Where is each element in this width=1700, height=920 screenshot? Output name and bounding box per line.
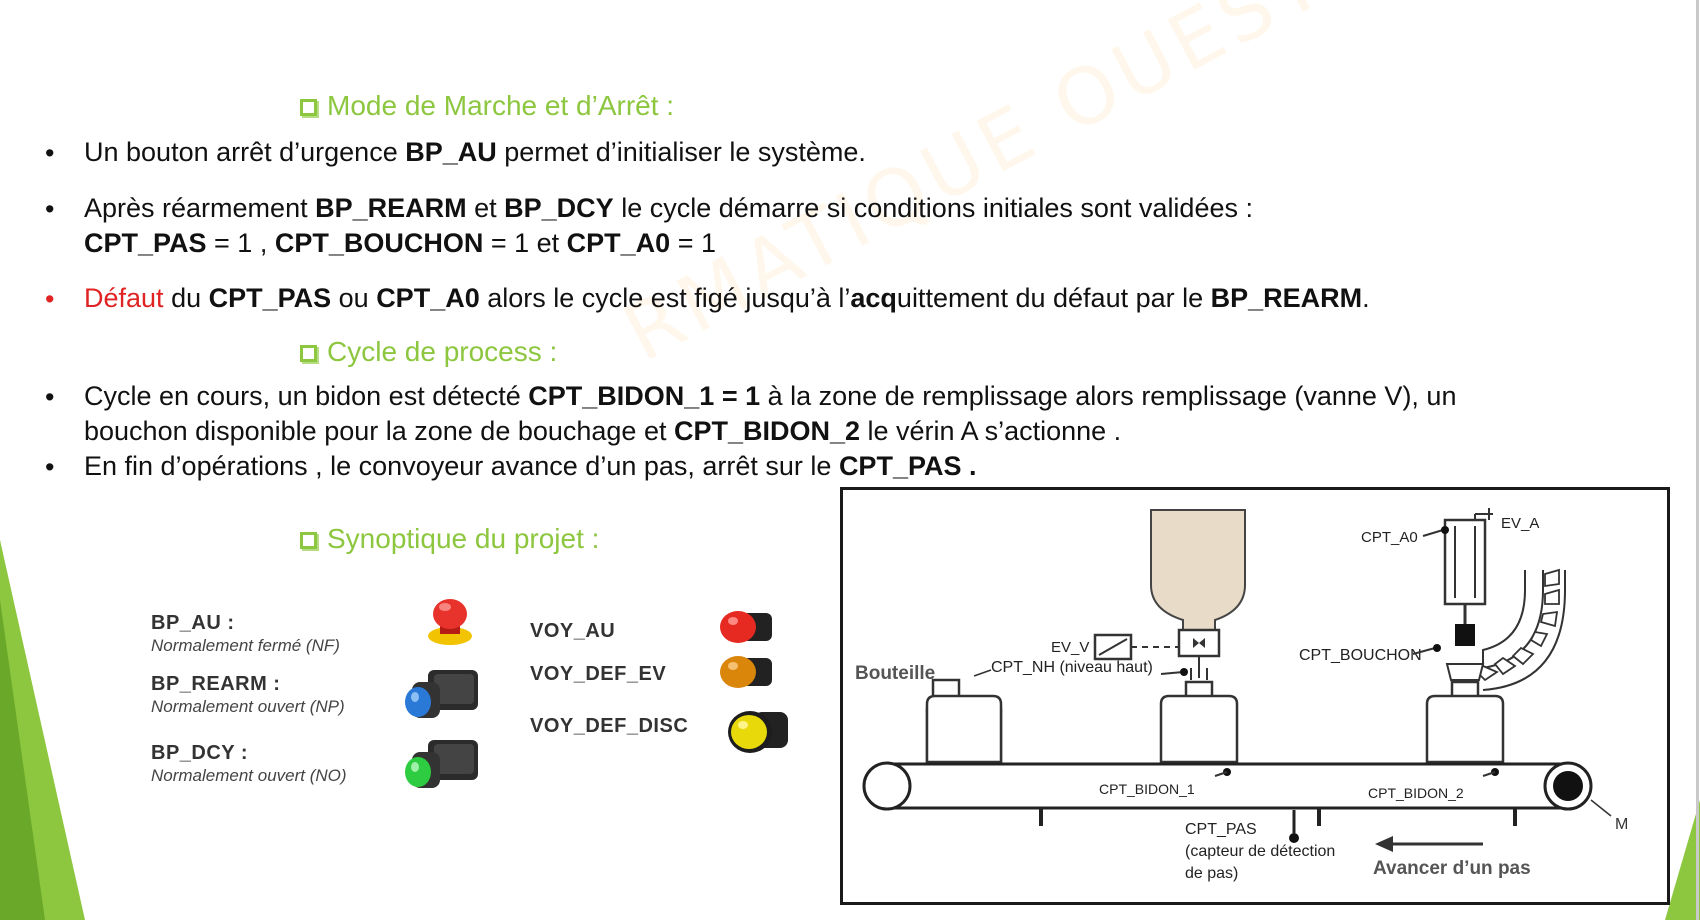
- voy-def-ev-label: VOY_DEF_EV: [530, 663, 667, 685]
- bp-dcy-desc: Normalement ouvert (NO): [151, 766, 347, 785]
- ev-v-label: EV_V: [1051, 639, 1089, 656]
- text: à la zone de remplissage alors remplissa…: [760, 381, 1457, 411]
- keyword: CPT_BIDON_1 = 1: [528, 381, 761, 411]
- bullet-marker-red: •: [45, 284, 55, 314]
- bp-au-desc: Normalement fermé (NF): [151, 636, 340, 655]
- yellow-indicator-light-icon: [728, 711, 788, 753]
- section-heading-cycle-text: Cycle de process :: [327, 336, 558, 367]
- text: = 1 ,: [206, 228, 275, 258]
- hopper-tank: [1150, 509, 1246, 631]
- cpt-pas-label: CPT_PAS: [1185, 821, 1257, 838]
- text: = 1 et: [483, 228, 567, 258]
- fault-word: Défaut: [84, 283, 164, 313]
- keyword: CPT_A0: [566, 228, 671, 258]
- cylinder-body: [1443, 518, 1487, 606]
- keyword: CPT_PAS: [208, 283, 332, 313]
- bouteille-label: Bouteille: [855, 663, 935, 684]
- text: En fin d’opérations , le convoyeur avanc…: [84, 451, 839, 481]
- bullet-marker: •: [45, 138, 55, 168]
- cpt-pas-desc-1: (capteur de détection: [1185, 843, 1335, 860]
- advance-step-label: Avancer d’un pas: [1373, 858, 1531, 879]
- section-heading-mode-text: Mode de Marche et d’Arrêt :: [327, 90, 675, 121]
- motor-label: M: [1615, 816, 1628, 833]
- keyword: BP_DCY: [504, 193, 614, 223]
- text: permet d’initialiser le système.: [496, 137, 866, 167]
- bullet-marker: •: [45, 194, 55, 224]
- keyword: CPT_A0: [376, 283, 480, 313]
- cpt-bidon-1-label: CPT_BIDON_1: [1099, 781, 1195, 797]
- text: Cycle en cours, un bidon est détecté: [84, 381, 529, 411]
- bullet-marker: •: [45, 452, 55, 482]
- keyword: CPT_BIDON_2: [673, 416, 861, 446]
- process-diagram: EV_V CPT_NH (niveau haut) Bouteille EV_A…: [840, 487, 1670, 905]
- bottle-1: [925, 678, 1003, 764]
- text: alors le cycle est figé jusqu’à l’: [479, 283, 851, 313]
- text: Après réarmement: [84, 193, 316, 223]
- keyword: BP_REARM: [315, 193, 467, 223]
- cpt-bouchon-label: CPT_BOUCHON: [1299, 647, 1422, 664]
- voy-au-label: VOY_AU: [530, 620, 616, 642]
- bullet-marker: •: [45, 382, 55, 412]
- cap-holder: [1455, 624, 1475, 646]
- text: du: [163, 283, 209, 313]
- bp-rearm-desc: Normalement ouvert (NP): [151, 697, 345, 716]
- section-heading-mode: Mode de Marche et d’Arrêt :: [300, 90, 674, 122]
- bullet-fault: Défaut du CPT_PAS ou CPT_A0 alors le cyc…: [84, 281, 1370, 316]
- text: Un bouton arrêt d’urgence: [84, 137, 406, 167]
- bp-rearm-label: BP_REARM :: [151, 673, 281, 695]
- bp-au-label: BP_AU :: [151, 612, 235, 634]
- text: le vérin A s’actionne .: [860, 416, 1122, 446]
- bottle-2: [1159, 680, 1239, 764]
- keyword: CPT_PAS: [84, 228, 207, 258]
- ev-a-label: EV_A: [1501, 515, 1539, 532]
- keyword: CPT_BOUCHON: [274, 228, 484, 258]
- keyword: BP_AU: [405, 137, 497, 167]
- watermark: RMATIQUE OUEST: [610, 0, 1342, 380]
- slide-corner-decoration-left: [0, 540, 85, 920]
- text: bouchon disponible pour la zone de bouch…: [84, 416, 674, 446]
- bullet-emergency-stop: Un bouton arrêt d’urgence BP_AU permet d…: [84, 135, 866, 170]
- emergency-stop-button-icon: [428, 599, 472, 645]
- bullet-cycle-running: Cycle en cours, un bidon est détecté CPT…: [84, 379, 1456, 449]
- checkbox-bullet-icon: [300, 98, 317, 116]
- checkbox-bullet-icon: [300, 344, 317, 362]
- cpt-pas-desc-2: de pas): [1185, 865, 1238, 882]
- cap-chute: [1482, 570, 1544, 670]
- text: le cycle démarre si conditions initiales…: [613, 193, 1253, 223]
- text: et: [466, 193, 505, 223]
- section-heading-synoptic-text: Synoptique du projet :: [327, 523, 600, 554]
- cpt-bidon-2-label: CPT_BIDON_2: [1368, 785, 1464, 801]
- cpt-a0-label: CPT_A0: [1361, 529, 1418, 546]
- text: uittement du défaut par le: [896, 283, 1211, 313]
- bp-dcy-label: BP_DCY :: [151, 742, 248, 764]
- text: ou: [331, 283, 377, 313]
- bullet-end-operations: En fin d’opérations , le convoyeur avanc…: [84, 449, 976, 484]
- arrow-left-icon: [1375, 836, 1393, 852]
- text: = 1: [670, 228, 716, 258]
- section-heading-cycle: Cycle de process :: [300, 336, 557, 368]
- checkbox-bullet-icon: [300, 531, 317, 549]
- red-indicator-light-icon: [720, 611, 772, 643]
- voy-def-disc-label: VOY_DEF_DISC: [530, 715, 689, 737]
- cpt-nh-label: CPT_NH (niveau haut): [991, 659, 1153, 676]
- bottle-3: [1425, 680, 1505, 764]
- section-heading-synoptic: Synoptique du projet :: [300, 523, 599, 555]
- keyword: acq: [850, 283, 897, 313]
- process-diagram-canvas: EV_V CPT_NH (niveau haut) Bouteille EV_A…: [855, 508, 1628, 882]
- slide-corner-decoration-right: [1665, 800, 1700, 920]
- bullet-rearm-start: Après réarmement BP_REARM et BP_DCY le c…: [84, 191, 1253, 261]
- keyword: BP_REARM: [1210, 283, 1363, 313]
- keyword: CPT_PAS .: [838, 451, 977, 481]
- text: .: [1362, 283, 1370, 313]
- right-edge-line: [1696, 0, 1699, 920]
- start-cycle-button-icon: [405, 740, 478, 788]
- rearm-button-icon: [405, 670, 478, 718]
- orange-indicator-light-icon: [720, 656, 772, 688]
